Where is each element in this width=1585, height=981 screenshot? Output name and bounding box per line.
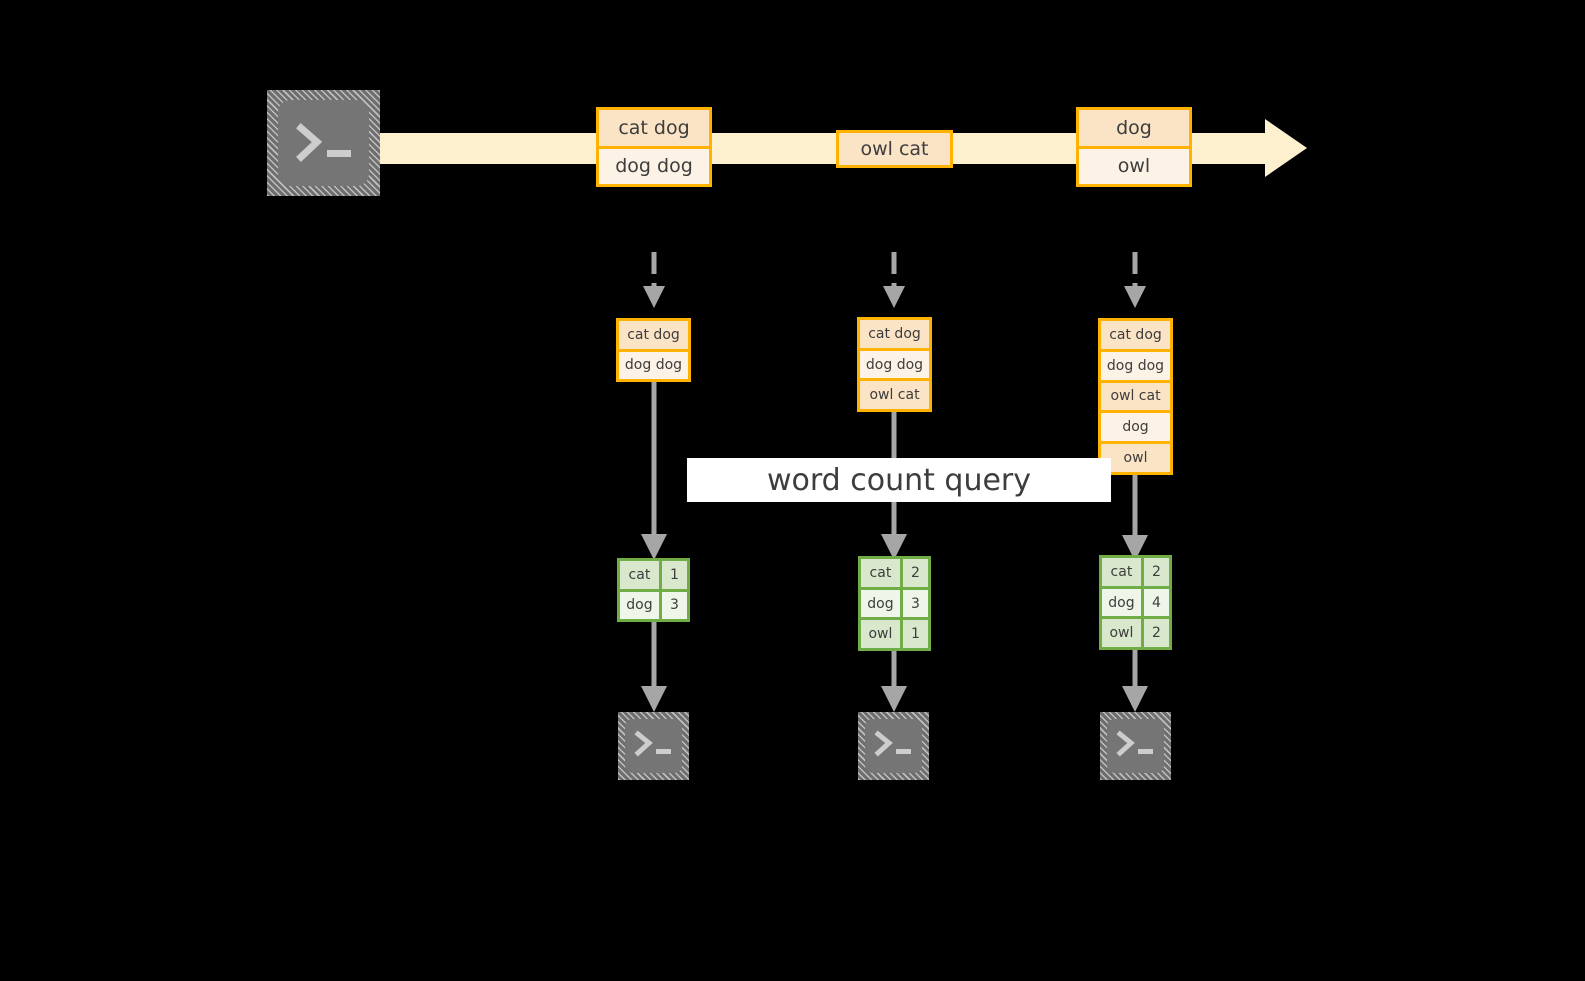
snapshot-buffer-2[interactable]: cat dog dog dog owl cat: [857, 317, 932, 412]
table-row: cat 2: [861, 559, 928, 587]
count-cell: 2: [899, 559, 928, 587]
query-label-banner: word count query: [687, 458, 1111, 502]
buffer-line: owl: [1101, 441, 1170, 472]
sink-terminal-icon-3: [1100, 712, 1171, 780]
buffer-line: dog dog: [860, 347, 929, 379]
count-cell: 1: [658, 561, 687, 589]
snapshot-buffer-3[interactable]: cat dog dog dog owl cat dog owl: [1098, 318, 1173, 475]
dashed-connector-1: [643, 252, 665, 308]
query-connector-1: [641, 382, 667, 560]
table-row: dog 3: [861, 586, 928, 618]
snapshot-buffer-1[interactable]: cat dog dog dog: [616, 318, 691, 382]
word-cell: cat: [861, 559, 900, 587]
word-cell: dog: [861, 589, 900, 618]
word-cell: cat: [1102, 558, 1141, 586]
word-cell: cat: [620, 561, 659, 589]
terminal-prompt-icon: [634, 730, 671, 757]
message-line: dog dog: [599, 145, 709, 184]
buffer-line: dog: [1101, 410, 1170, 442]
dashed-connector-3: [1124, 252, 1146, 308]
stream-message-1[interactable]: cat dog dog dog: [596, 107, 712, 187]
word-cell: dog: [620, 591, 659, 619]
count-cell: 3: [658, 591, 687, 619]
terminal-prompt-icon: [1116, 730, 1153, 757]
count-cell: 2: [1140, 619, 1169, 648]
word-cell: dog: [1102, 588, 1141, 617]
table-row: dog 4: [1102, 585, 1169, 617]
stream-message-3[interactable]: dog owl: [1076, 107, 1192, 187]
table-row: owl 2: [1102, 616, 1169, 648]
count-cell: 4: [1140, 588, 1169, 617]
source-terminal-icon: [267, 90, 380, 196]
sink-connector-3: [1122, 650, 1148, 712]
sink-terminal-icon-2: [858, 712, 929, 780]
query-connector-3: [1122, 475, 1148, 561]
table-row: owl 1: [861, 617, 928, 649]
message-line: dog: [1079, 110, 1189, 146]
terminal-prompt-icon: [296, 123, 351, 162]
result-table-2[interactable]: cat 2 dog 3 owl 1: [858, 556, 931, 651]
message-line: cat dog: [599, 110, 709, 146]
dashed-connector-2: [883, 252, 905, 308]
word-cell: owl: [861, 620, 900, 649]
stream-arrowhead: [1265, 119, 1307, 177]
word-cell: owl: [1102, 619, 1141, 648]
buffer-line: cat dog: [860, 320, 929, 348]
count-cell: 3: [899, 589, 928, 618]
terminal-screen: [1107, 719, 1164, 773]
query-label-text: word count query: [766, 462, 1032, 498]
terminal-screen: [278, 100, 369, 186]
message-line: owl: [1079, 145, 1189, 184]
buffer-line: cat dog: [619, 321, 688, 349]
sink-terminal-icon-1: [618, 712, 689, 780]
result-table-1[interactable]: cat 1 dog 3: [617, 558, 690, 622]
sink-connector-2: [881, 651, 907, 712]
table-row: cat 1: [620, 561, 687, 589]
buffer-line: cat dog: [1101, 321, 1170, 349]
buffer-line: owl cat: [860, 378, 929, 410]
terminal-screen: [865, 719, 922, 773]
stream-message-2[interactable]: owl cat: [836, 130, 953, 168]
table-row: dog 3: [620, 588, 687, 619]
result-table-3[interactable]: cat 2 dog 4 owl 2: [1099, 555, 1172, 650]
count-cell: 1: [899, 620, 928, 649]
buffer-line: owl cat: [1101, 379, 1170, 411]
table-row: cat 2: [1102, 558, 1169, 586]
terminal-prompt-icon: [874, 730, 911, 757]
buffer-line: dog dog: [619, 348, 688, 379]
message-line: owl cat: [839, 133, 950, 165]
buffer-line: dog dog: [1101, 348, 1170, 380]
count-cell: 2: [1140, 558, 1169, 586]
sink-connector-1: [641, 622, 667, 712]
terminal-screen: [625, 719, 682, 773]
